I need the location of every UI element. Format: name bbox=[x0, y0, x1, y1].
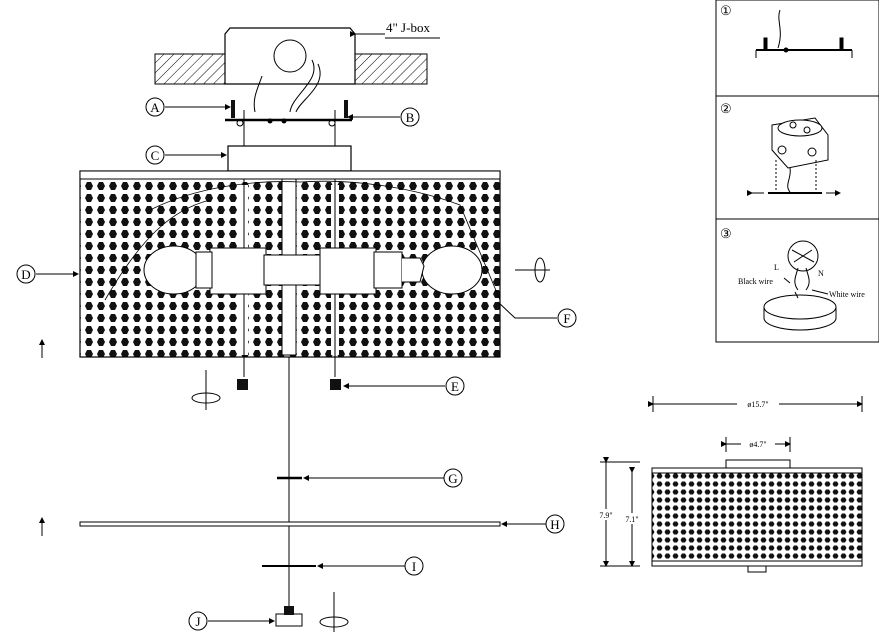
label-J: J bbox=[195, 614, 200, 629]
jbox-label: 4" J-box bbox=[386, 20, 430, 35]
step-3-number: ③ bbox=[720, 226, 732, 241]
bulb-right bbox=[421, 245, 483, 295]
step-3-wire-n: N bbox=[818, 269, 824, 278]
step-3-white-wire: White wire bbox=[829, 290, 865, 299]
label-I: I bbox=[412, 559, 416, 574]
callouts bbox=[36, 104, 557, 624]
rotate-icon bbox=[191, 257, 550, 632]
step-3-black-wire: Black wire bbox=[738, 277, 773, 286]
perforated-shade bbox=[79, 170, 501, 377]
step-1-number: ① bbox=[720, 3, 732, 18]
supply-wires bbox=[253, 59, 321, 113]
label-E: E bbox=[451, 379, 459, 394]
ceiling-left-hatch bbox=[154, 53, 226, 85]
bulb-left bbox=[143, 245, 205, 295]
part-H-bottom-panel bbox=[79, 521, 501, 527]
mounting-strap bbox=[225, 100, 352, 180]
callout-circles: A B C D E F G H I J bbox=[16, 97, 577, 631]
dim-canopy bbox=[725, 459, 791, 469]
screw-right bbox=[330, 379, 341, 390]
junction-box-knockout bbox=[273, 39, 307, 73]
step-2-number: ② bbox=[720, 101, 732, 116]
center-rod bbox=[79, 357, 501, 627]
label-H: H bbox=[550, 517, 559, 532]
step-panels: ① ② ③ bbox=[715, 0, 879, 343]
label-C: C bbox=[151, 148, 160, 163]
dim-shade-height: 7.1" bbox=[625, 515, 638, 524]
dimension-drawing: ø15.7" ø4.7" 7.9" 7.1" bbox=[596, 396, 863, 573]
dim-overall-diameter: ø15.7" bbox=[747, 400, 768, 409]
ceiling-section: 4" J-box bbox=[154, 20, 440, 113]
screw-left bbox=[237, 379, 248, 390]
step-3-wire-l: L bbox=[774, 263, 779, 272]
step-2-jbox bbox=[747, 117, 841, 196]
label-A: A bbox=[150, 100, 160, 115]
dim-shade bbox=[651, 467, 863, 567]
dim-canopy-diameter: ø4.7" bbox=[749, 440, 766, 449]
part-J-finial bbox=[275, 613, 303, 627]
step-1-strap bbox=[755, 9, 853, 58]
label-D: D bbox=[21, 267, 30, 282]
label-F: F bbox=[563, 311, 570, 326]
canopy bbox=[227, 145, 352, 172]
ceiling-right-hatch bbox=[354, 53, 428, 85]
step-3-wiring bbox=[763, 240, 837, 331]
label-B: B bbox=[406, 110, 415, 125]
dim-overall-height: 7.9" bbox=[599, 511, 612, 520]
label-G: G bbox=[448, 471, 457, 486]
